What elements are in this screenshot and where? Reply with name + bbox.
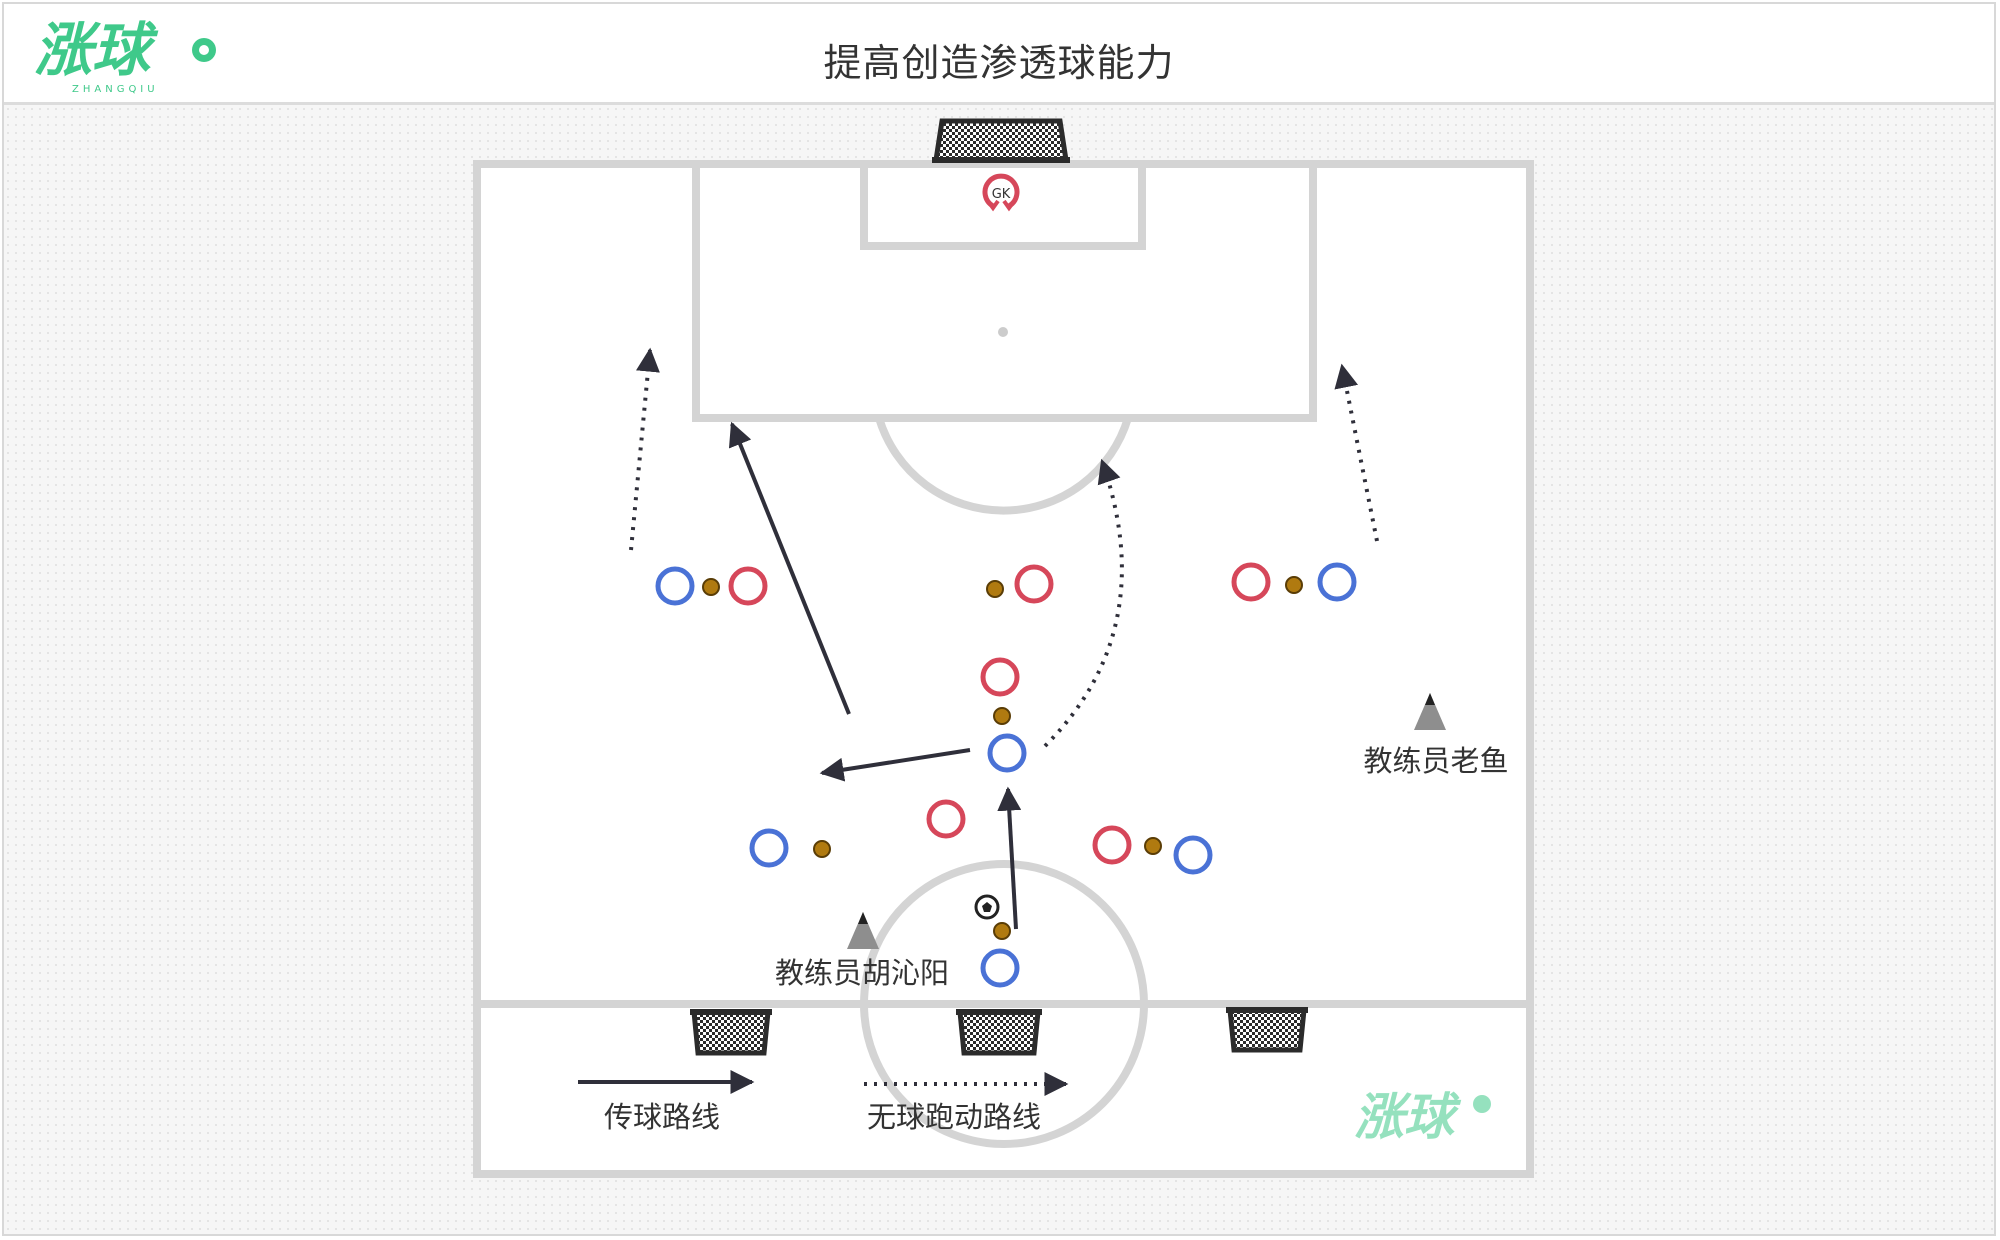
legend-run-label: 无球跑动路线	[867, 1100, 1041, 1134]
svg-text:ZHANGQIU: ZHANGQIU	[72, 84, 159, 95]
blue-player	[655, 566, 695, 606]
coach-label: 教练员胡沁阳	[775, 956, 949, 990]
svg-text:涨球: 涨球	[1354, 1088, 1462, 1146]
soccer-ball-icon	[974, 894, 1000, 920]
pass-arrows	[728, 421, 1022, 930]
goal-net-icon	[1226, 1007, 1308, 1053]
coach-label: 教练员老鱼	[1363, 744, 1508, 778]
field-lines	[473, 160, 1534, 1178]
red-player	[980, 657, 1020, 697]
marker-disc	[986, 580, 1004, 598]
goal-area	[860, 160, 1146, 250]
svg-text:涨球: 涨球	[34, 16, 159, 84]
run-arrow	[1043, 458, 1124, 748]
blue-player	[980, 948, 1020, 988]
marker-disc	[813, 840, 831, 858]
zhangqiu-logo: 涨球 ZHANGQIU	[34, 16, 216, 95]
goal-net-icon	[956, 1009, 1042, 1056]
goal-net-icon	[932, 118, 1070, 163]
blue-player	[749, 828, 789, 868]
goal-net-icon	[690, 1009, 772, 1056]
red-team	[728, 562, 1271, 865]
marker-disc	[993, 707, 1011, 725]
red-player	[1092, 825, 1132, 865]
marker-disc	[993, 922, 1011, 940]
pass-arrow	[728, 421, 851, 715]
run-arrows	[629, 347, 1379, 748]
marker-disc	[1285, 576, 1303, 594]
pass-arrow	[819, 748, 971, 782]
pass-arrow	[997, 786, 1022, 930]
blue-team	[655, 562, 1357, 988]
red-player	[1231, 562, 1271, 602]
run-arrow	[629, 347, 660, 551]
legend-pass-label: 传球路线	[604, 1100, 720, 1134]
marker-disc	[702, 578, 720, 596]
watermark-logo: 涨球	[1354, 1088, 1491, 1146]
red-player	[1014, 564, 1054, 604]
goalkeeper-label: GK	[992, 187, 1011, 202]
goalkeeper: GK	[982, 173, 1020, 212]
blue-player	[987, 733, 1027, 773]
marker-discs	[702, 576, 1303, 940]
blue-player	[1173, 835, 1213, 875]
cone-icon	[847, 912, 879, 949]
header-bar: 涨球 ZHANGQIU 提高创造渗透球能力	[4, 4, 1994, 105]
cone-icon	[1414, 693, 1446, 730]
red-player	[728, 566, 768, 606]
tactics-board: GK	[4, 105, 1994, 1234]
pitch-diagram: GK	[473, 118, 1534, 1178]
marker-disc	[1144, 837, 1162, 855]
legend: 传球路线 无球跑动路线	[578, 1070, 1069, 1134]
page-title: 提高创造渗透球能力	[823, 41, 1175, 85]
blue-player	[1317, 562, 1357, 602]
center-circle	[860, 860, 1148, 1148]
red-player	[926, 799, 966, 839]
penalty-spot	[998, 327, 1008, 337]
